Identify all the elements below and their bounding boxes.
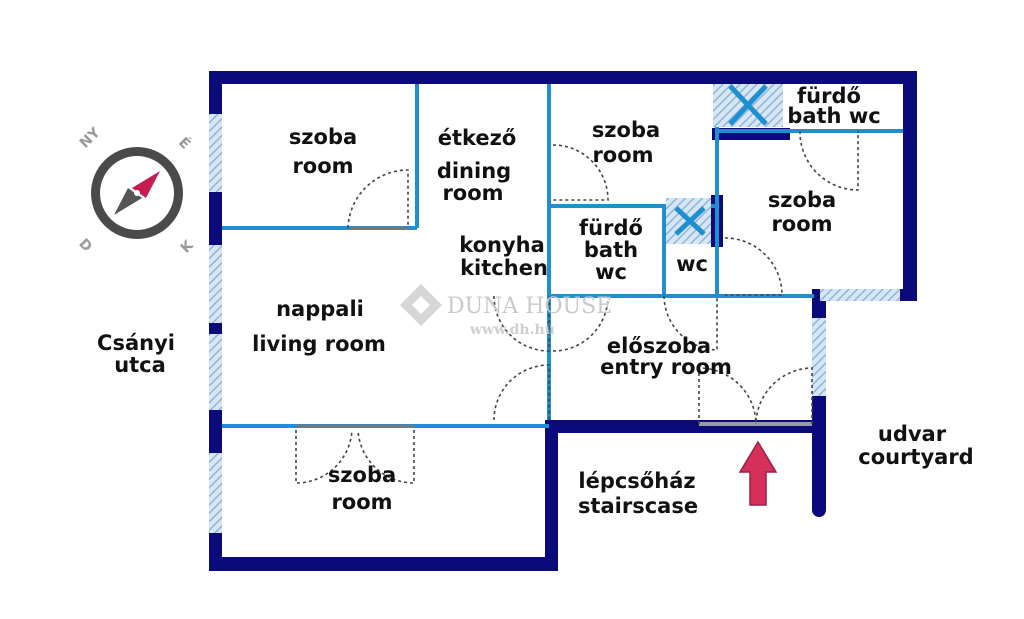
watermark-brand: DUNA HOUSE (447, 294, 612, 319)
label-room-bottom-en: room (331, 490, 392, 514)
wall-bottom-left (209, 557, 558, 571)
label-street-line1: Csányi (97, 331, 175, 355)
wall-stair-top (545, 420, 821, 433)
watermark: DUNA HOUSE www.dh.hu (400, 284, 612, 338)
label-entry-hu: előszoba (607, 334, 711, 358)
windows (209, 114, 900, 533)
compass-sw: D (75, 236, 95, 256)
window-left-2 (209, 245, 222, 323)
label-stairs-hu: lépcsőház (578, 469, 695, 493)
label-room2-hu: szoba (592, 118, 660, 142)
wall-top (209, 71, 917, 84)
door-swings (295, 130, 859, 484)
label-bath-mid-hu: fürdő (579, 216, 643, 240)
vent-shaft-top (713, 84, 783, 127)
door-swing-bath-mid (552, 295, 609, 352)
window-right-lower (812, 318, 826, 396)
room-labels: szoba room étkező dining room szoba room… (97, 84, 974, 518)
label-kitchen-en: kitchen (460, 256, 548, 280)
door-swing-entry-left (698, 367, 757, 425)
label-room-right-en: room (771, 212, 832, 236)
compass: NY É D K (75, 124, 197, 256)
door-swing-bottom-left (295, 429, 353, 484)
door-swing-bottom-right (357, 429, 415, 484)
compass-se: K (178, 237, 198, 257)
wall-right-upper (903, 71, 917, 301)
label-courtyard-en: courtyard (858, 445, 973, 469)
label-entry-en: entry room (600, 355, 732, 379)
label-bath-top-en: bath wc (787, 104, 880, 128)
label-bath-mid-en1: bath (584, 238, 638, 262)
label-kitchen-hu: konyha (459, 233, 545, 257)
label-room1-hu: szoba (289, 125, 357, 149)
watermark-url: www.dh.hu (469, 322, 555, 338)
door-swing-living (493, 364, 550, 421)
vent-shaft-mid (666, 198, 711, 244)
label-stairs-en: stairscase (578, 494, 698, 518)
label-room-right-hu: szoba (768, 188, 836, 212)
door-swing-corridor (663, 295, 718, 351)
label-dining-hu: étkező (438, 126, 517, 150)
label-room2-en: room (592, 143, 653, 167)
wall-stair-left (545, 420, 558, 571)
door-swing-room-right (724, 237, 783, 296)
label-bath-top-hu: fürdő (797, 84, 861, 108)
label-wc: wc (676, 252, 708, 276)
label-living-en: living room (252, 332, 386, 356)
entrance-arrow (738, 440, 778, 506)
compass-ne: É (175, 134, 194, 153)
door-swing-entry-right (755, 367, 813, 425)
window-left-3 (209, 334, 222, 410)
door-swing-room1 (347, 169, 409, 229)
compass-nw: NY (77, 124, 104, 151)
window-left-1 (209, 114, 222, 192)
label-bath-mid-en2: wc (595, 260, 627, 284)
label-street-line2: utca (114, 353, 166, 377)
window-right-step (820, 289, 900, 301)
label-living-hu: nappali (276, 297, 364, 321)
label-room1-en: room (292, 154, 353, 178)
label-room-bottom-hu: szoba (328, 463, 396, 487)
door-swing-bath-top (799, 130, 859, 191)
label-dining-en2: room (442, 181, 503, 205)
window-left-4 (209, 453, 222, 533)
label-dining-en1: dining (437, 159, 511, 183)
label-courtyard-hu: udvar (878, 422, 947, 446)
